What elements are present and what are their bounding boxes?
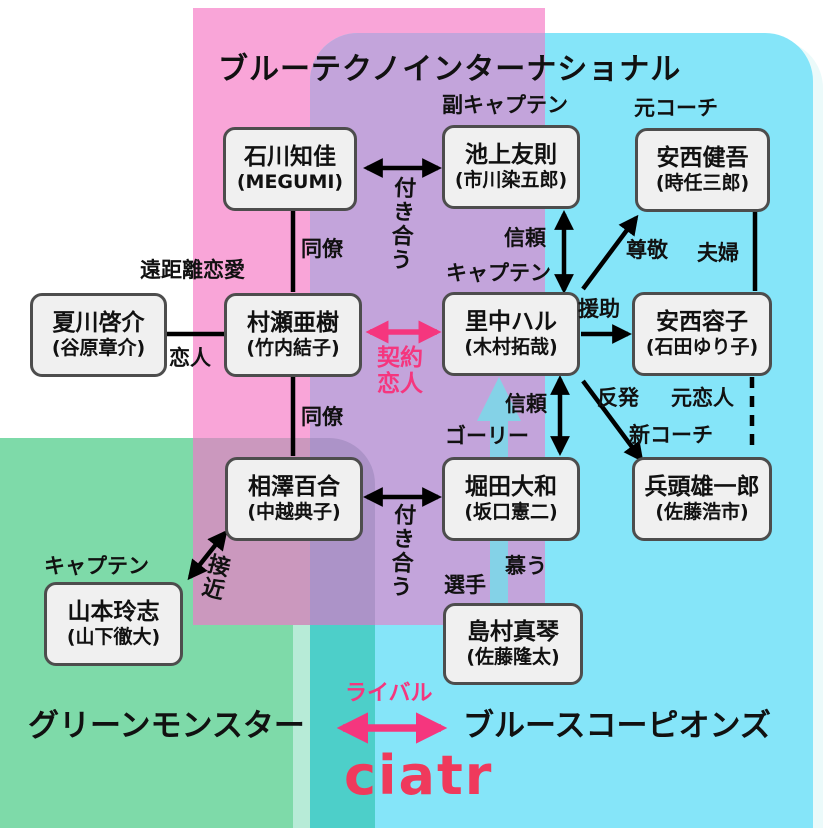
page-title: ブルーテクノインターナショナル [218, 52, 682, 87]
person-name: 安西容子 [656, 308, 748, 335]
role-label-shimamura: 選手 [444, 573, 486, 597]
person-box-hotta: 堀田大和 (坂口憲二) [442, 457, 580, 541]
label-married: 夫婦 [697, 241, 739, 265]
ciatr-logo: ciatr [344, 744, 494, 807]
person-box-satonaka: 里中ハル (木村拓哉) [442, 292, 580, 376]
role-label-satonaka: キャプテン [446, 261, 551, 285]
person-box-yamamoto: 山本玲志 (山下徹大) [44, 582, 183, 666]
label-colleague-top: 同僚 [301, 237, 343, 261]
person-actor: (佐藤浩市) [655, 501, 749, 524]
person-actor: (MEGUMI) [236, 171, 344, 194]
label-rivalry: ライバル [345, 681, 433, 706]
arrow-satonaka-anzaikengo [581, 214, 639, 291]
person-name: 相澤百合 [248, 473, 340, 500]
person-box-ikegami: 池上友則 (市川染五郎) [442, 125, 580, 209]
person-name: 堀田大和 [465, 473, 557, 500]
person-actor: (谷原章介) [51, 337, 146, 360]
person-name: 池上友則 [465, 141, 557, 168]
role-label-ikegami: 副キャプテン [442, 93, 568, 117]
label-opposition: 反発 [597, 386, 639, 410]
person-name: 山本玲志 [67, 598, 160, 625]
person-name: 里中ハル [465, 308, 557, 335]
person-actor: (時任三郎) [655, 172, 750, 195]
person-box-anzai-yoko: 安西容子 (石田ゆり子) [632, 292, 772, 376]
role-label-hotta: ゴーリー [445, 424, 529, 448]
person-actor: (中越典子) [247, 501, 341, 524]
label-adore: 慕う [505, 554, 547, 578]
person-box-aizawa: 相澤百合 (中越典子) [225, 457, 363, 541]
person-actor: (坂口憲二) [464, 501, 558, 524]
arrow-yamamoto-aizawa [187, 529, 228, 581]
label-ex-lovers: 元恋人 [671, 386, 734, 410]
person-box-hyodo: 兵頭雄一郎 (佐藤浩市) [632, 457, 772, 541]
person-name: 兵頭雄一郎 [644, 473, 760, 500]
label-support: 援助 [578, 297, 620, 321]
person-box-shimamura: 島村真琴 (佐藤隆太) [443, 603, 583, 685]
person-name: 島村真琴 [467, 618, 559, 645]
label-trust-bottom: 信頼 [505, 392, 547, 416]
label-lovers: 恋人 [169, 346, 211, 370]
person-actor: (山下徹大) [66, 626, 161, 649]
person-actor: (市川染五郎) [454, 169, 568, 192]
person-box-murase: 村瀬亜樹 (竹内結子) [224, 293, 362, 377]
label-respect: 尊敬 [626, 238, 668, 262]
label-colleague-bottom: 同僚 [301, 405, 343, 429]
role-label-anzai-kengo: 元コーチ [634, 96, 718, 120]
team-name-green: グリーンモンスター [28, 708, 305, 744]
team-name-blue: ブルースコーピオンズ [463, 708, 771, 744]
arrow-satonaka-hyodo [581, 379, 644, 463]
person-name: 安西健吾 [656, 144, 749, 171]
label-dating-top: 付き合う [385, 175, 416, 273]
person-box-anzai-kengo: 安西健吾 (時任三郎) [635, 128, 770, 212]
role-label-hyodo: 新コーチ [629, 423, 713, 447]
person-box-natsukawa: 夏川啓介 (谷原章介) [30, 293, 167, 377]
person-actor: (木村拓哉) [464, 336, 558, 359]
person-name: 村瀬亜樹 [247, 309, 339, 336]
label-contract-lovers-line1: 契約 [377, 345, 423, 371]
role-label-yamamoto: キャプテン [44, 554, 149, 578]
label-trust-top: 信頼 [504, 226, 546, 250]
person-name: 石川知佳 [244, 143, 336, 170]
person-box-ishikawa: 石川知佳 (MEGUMI) [223, 127, 357, 211]
person-actor: (竹内結子) [246, 337, 340, 360]
person-actor: (佐藤隆太) [466, 646, 560, 669]
person-name: 夏川啓介 [52, 309, 145, 336]
label-dating-bottom: 付き合う [385, 502, 416, 600]
label-long-distance: 遠距離恋愛 [140, 258, 245, 282]
label-contract-lovers-line2: 恋人 [377, 371, 423, 398]
person-actor: (石田ゆり子) [645, 336, 759, 359]
label-contract-lovers: 契約 恋人 [377, 345, 423, 398]
